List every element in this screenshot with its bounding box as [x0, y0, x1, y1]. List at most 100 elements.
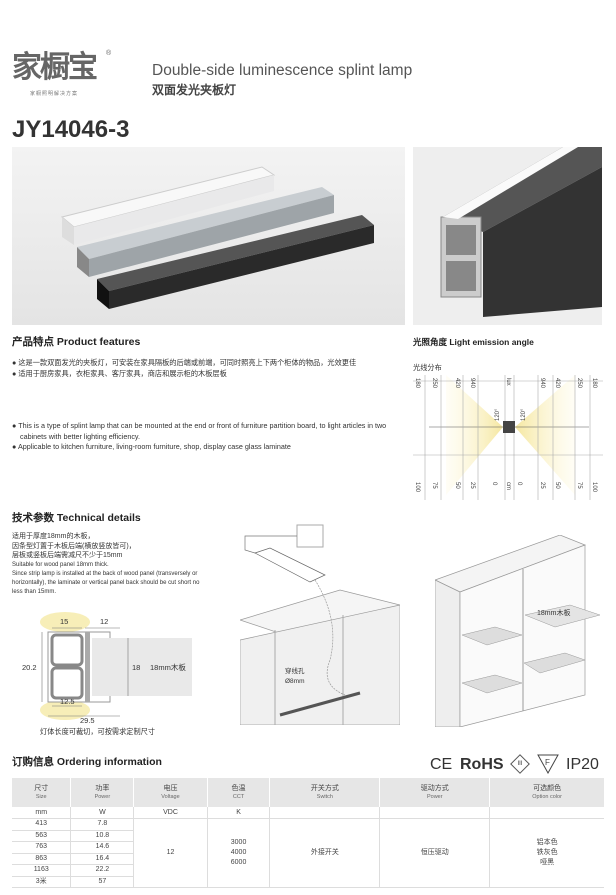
size-cell: 763 — [12, 841, 71, 854]
top-label: 180 — [591, 378, 597, 389]
unit-cell: VDC — [133, 807, 208, 819]
rohs-mark: RoHS — [460, 756, 504, 773]
top-label: 250 — [431, 378, 437, 389]
bottom-label: 0 — [491, 482, 497, 486]
dim-total-width: 29.5 — [80, 716, 95, 725]
features-en-list: ● This is a type of splint lamp that can… — [12, 421, 387, 453]
top-label: 180 — [414, 378, 420, 389]
dim-top-gap: 12 — [100, 617, 108, 626]
size-cell: 1163 — [12, 864, 71, 877]
technical-en-line: Since strip lamp is installed at the bac… — [12, 570, 200, 595]
feature-item: ● Applicable to kitchen furniture, livin… — [12, 442, 291, 451]
feature-text: 适用于厨房家具，衣柜家具、客厅家具，商店和展示柜的木板层板 — [18, 368, 227, 378]
ordering-heading: 订购信息 Ordering information — [12, 756, 162, 768]
bottom-label: 25 — [539, 482, 545, 489]
angle-subheading: 光线分布 — [413, 363, 442, 372]
bottom-label: 50 — [554, 482, 560, 489]
bottom-label: 0 — [516, 482, 522, 486]
cabinet-panel-label: 18mm木板 — [537, 608, 570, 617]
feature-text: This is a type of splint lamp that can b… — [18, 421, 387, 441]
lamp-bars-illustration — [60, 166, 374, 309]
bottom-label: 25 — [469, 482, 475, 489]
brand-logo: 家橱宝 — [12, 50, 98, 85]
unit-cell — [379, 807, 490, 819]
driver-box-icon — [254, 547, 326, 583]
unit-cell — [269, 807, 380, 819]
technical-cn-line: 适用于厚度18mm的木板， — [12, 533, 95, 540]
bottom-label: 50 — [454, 482, 460, 489]
panel-label: 18mm木板 — [150, 662, 186, 672]
feature-text: Applicable to kitchen furniture, living-… — [17, 442, 291, 451]
bottom-label: 100 — [414, 482, 420, 493]
size-cell: 863 — [12, 853, 71, 865]
voltage-cell: 12 — [133, 818, 208, 888]
installation-illustration: 穿线孔 Ø8mm — [240, 524, 400, 725]
class-iii-icon: III — [510, 754, 530, 774]
top-label: 420 — [454, 378, 460, 389]
features-heading: 产品特点 Product features — [12, 336, 141, 348]
bottom-label: 75 — [431, 482, 437, 489]
light-distribution-diagram: 180 250 420 940 lux 940 420 250 180 120°… — [413, 375, 603, 500]
drive-cell: 恒压驱动 — [379, 818, 490, 888]
dim-bottom-width: 12.5 — [60, 697, 75, 706]
technical-cn-line: 因条型灯置于木板后端(横放竖放皆可)， — [12, 542, 136, 550]
right-beam — [515, 375, 575, 495]
top-label: 420 — [554, 378, 560, 389]
technical-text: 适用于厚度18mm的木板， 因条型灯置于木板后端(横放竖放皆可)， 层板或竖板后… — [12, 532, 207, 597]
size-cell: 413 — [12, 818, 71, 831]
feature-item: ● 这是一款双面发光的夹板灯，可安装在家具隔板的后端或前端，可同时照亮上下两个柜… — [12, 358, 357, 367]
title-cn: 双面发光夹板灯 — [152, 83, 237, 97]
features-cn-list: ● 这是一款双面发光的夹板灯，可安装在家具隔板的后端或前端，可同时照亮上下两个柜… — [12, 358, 382, 379]
top-label: 940 — [469, 378, 475, 389]
power-cell: 16.4 — [70, 853, 134, 865]
angle-right-label: 120° — [521, 408, 527, 421]
power-socket-icon — [296, 524, 324, 548]
unit-cell: K — [206, 807, 270, 819]
f-mark-icon: F — [537, 754, 559, 774]
bottom-label: 75 — [576, 482, 582, 489]
top-label: 940 — [539, 378, 545, 389]
unit-cell: mm — [12, 807, 71, 819]
dim-top-width: 15 — [60, 617, 68, 626]
technical-cn-line: 层板或竖板后端需减尺不少于15mm — [12, 552, 123, 559]
feature-item: ● 适用于厨房家具，衣柜家具、客厅家具，商店和展示柜的木板层板 — [12, 368, 227, 378]
dim-height: 20.2 — [22, 663, 37, 672]
feature-text: 这是一款双面发光的夹板灯，可安装在家具隔板的后端或前端，可同时照亮上下两个柜体的… — [18, 358, 357, 367]
bottom-label: cm — [505, 482, 511, 490]
model-number: JY14046-3 — [12, 116, 130, 143]
length-caption: 灯体长度可裁切，可按需求定制尺寸 — [40, 727, 156, 736]
profile-closeup-photo — [413, 147, 602, 325]
class-iii-text: III — [517, 761, 523, 767]
cabinet-illustration: 18mm木板 — [435, 535, 601, 727]
lamp-source-icon — [503, 421, 515, 433]
brand-tagline: 家橱照明解决方案 — [30, 91, 79, 97]
power-cell: 22.2 — [70, 864, 134, 877]
dim-panel: 18 — [132, 663, 140, 672]
feature-item: ● This is a type of splint lamp that can… — [12, 421, 387, 441]
wire-hole-label: 穿线孔 — [285, 666, 305, 675]
unit-cell — [489, 807, 604, 819]
wire-hole-diameter: Ø8mm — [285, 678, 305, 685]
left-beam — [446, 375, 503, 495]
angle-left-label: 120° — [495, 408, 501, 421]
technical-heading: 技术参数 Technical details — [12, 512, 141, 524]
unit-cell: W — [70, 807, 134, 819]
bottom-label: 100 — [591, 482, 597, 493]
power-cell: 7.8 — [70, 818, 134, 831]
